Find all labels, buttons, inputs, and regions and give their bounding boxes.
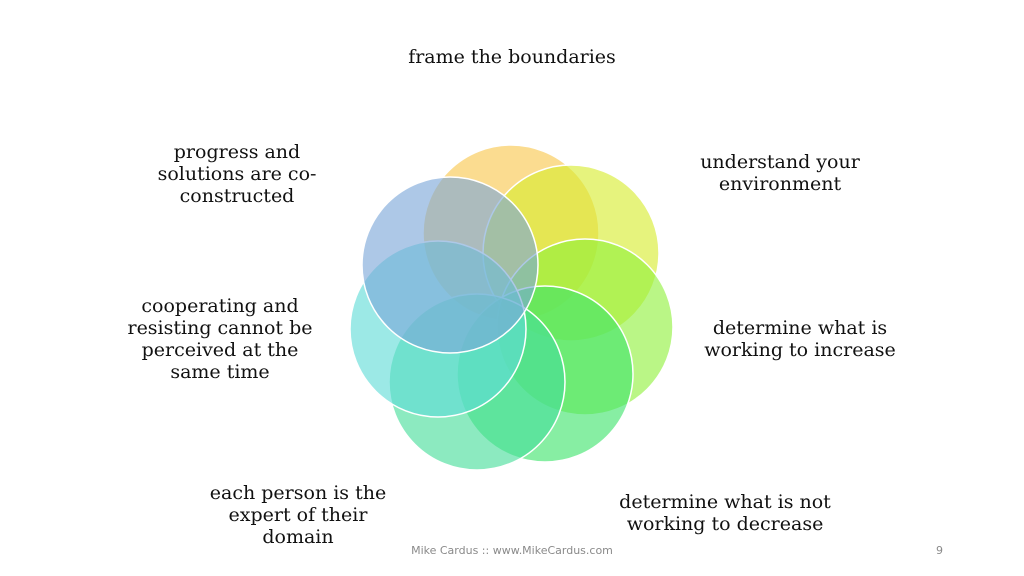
petal-circle [361,176,539,354]
label-each-person-is-the-expert: each person is the expert of their domai… [209,482,387,548]
label-cooperating-and-resisting: cooperating and resisting cannot be perc… [127,295,313,383]
label-understand-your-environment: understand your environment [700,151,860,195]
label-determine-what-is-working: determine what is working to increase [704,317,896,361]
slide-footer: Mike Cardus :: www.MikeCardus.com [411,544,613,557]
label-frame-the-boundaries: frame the boundaries [408,46,616,68]
label-determine-what-is-not-working: determine what is not working to decreas… [619,491,831,535]
label-progress-and-solutions: progress and solutions are co- construct… [157,141,317,207]
page-number: 9 [936,544,943,557]
